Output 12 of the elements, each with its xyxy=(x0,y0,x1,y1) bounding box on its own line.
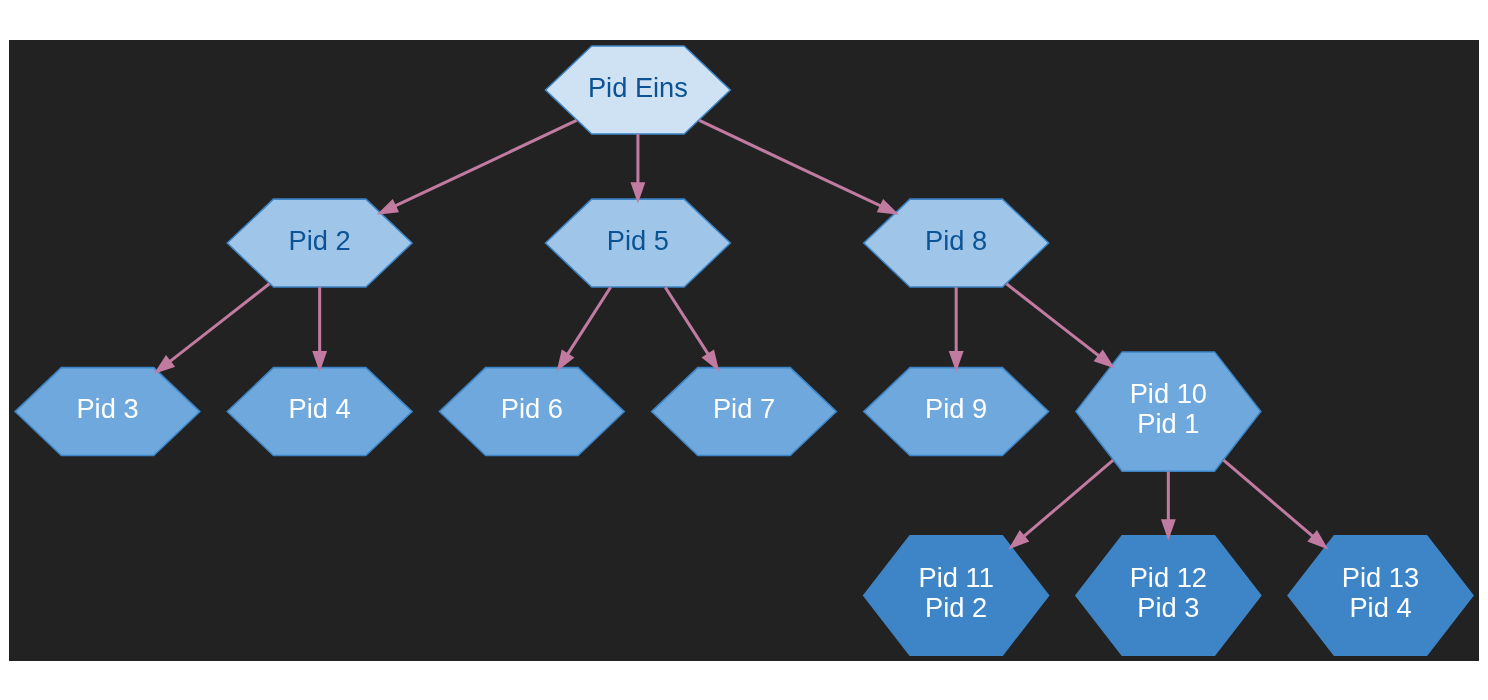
arrow xyxy=(1222,458,1329,550)
arrow xyxy=(1005,282,1115,368)
arrow xyxy=(153,282,271,374)
arrow xyxy=(698,118,900,215)
arrow xyxy=(376,118,578,215)
arrow xyxy=(1160,470,1176,540)
arrow xyxy=(948,286,964,372)
arrow xyxy=(556,285,612,371)
arrow xyxy=(312,286,328,372)
arrow xyxy=(663,285,720,371)
arrow xyxy=(1008,458,1115,550)
arrow xyxy=(630,133,646,203)
